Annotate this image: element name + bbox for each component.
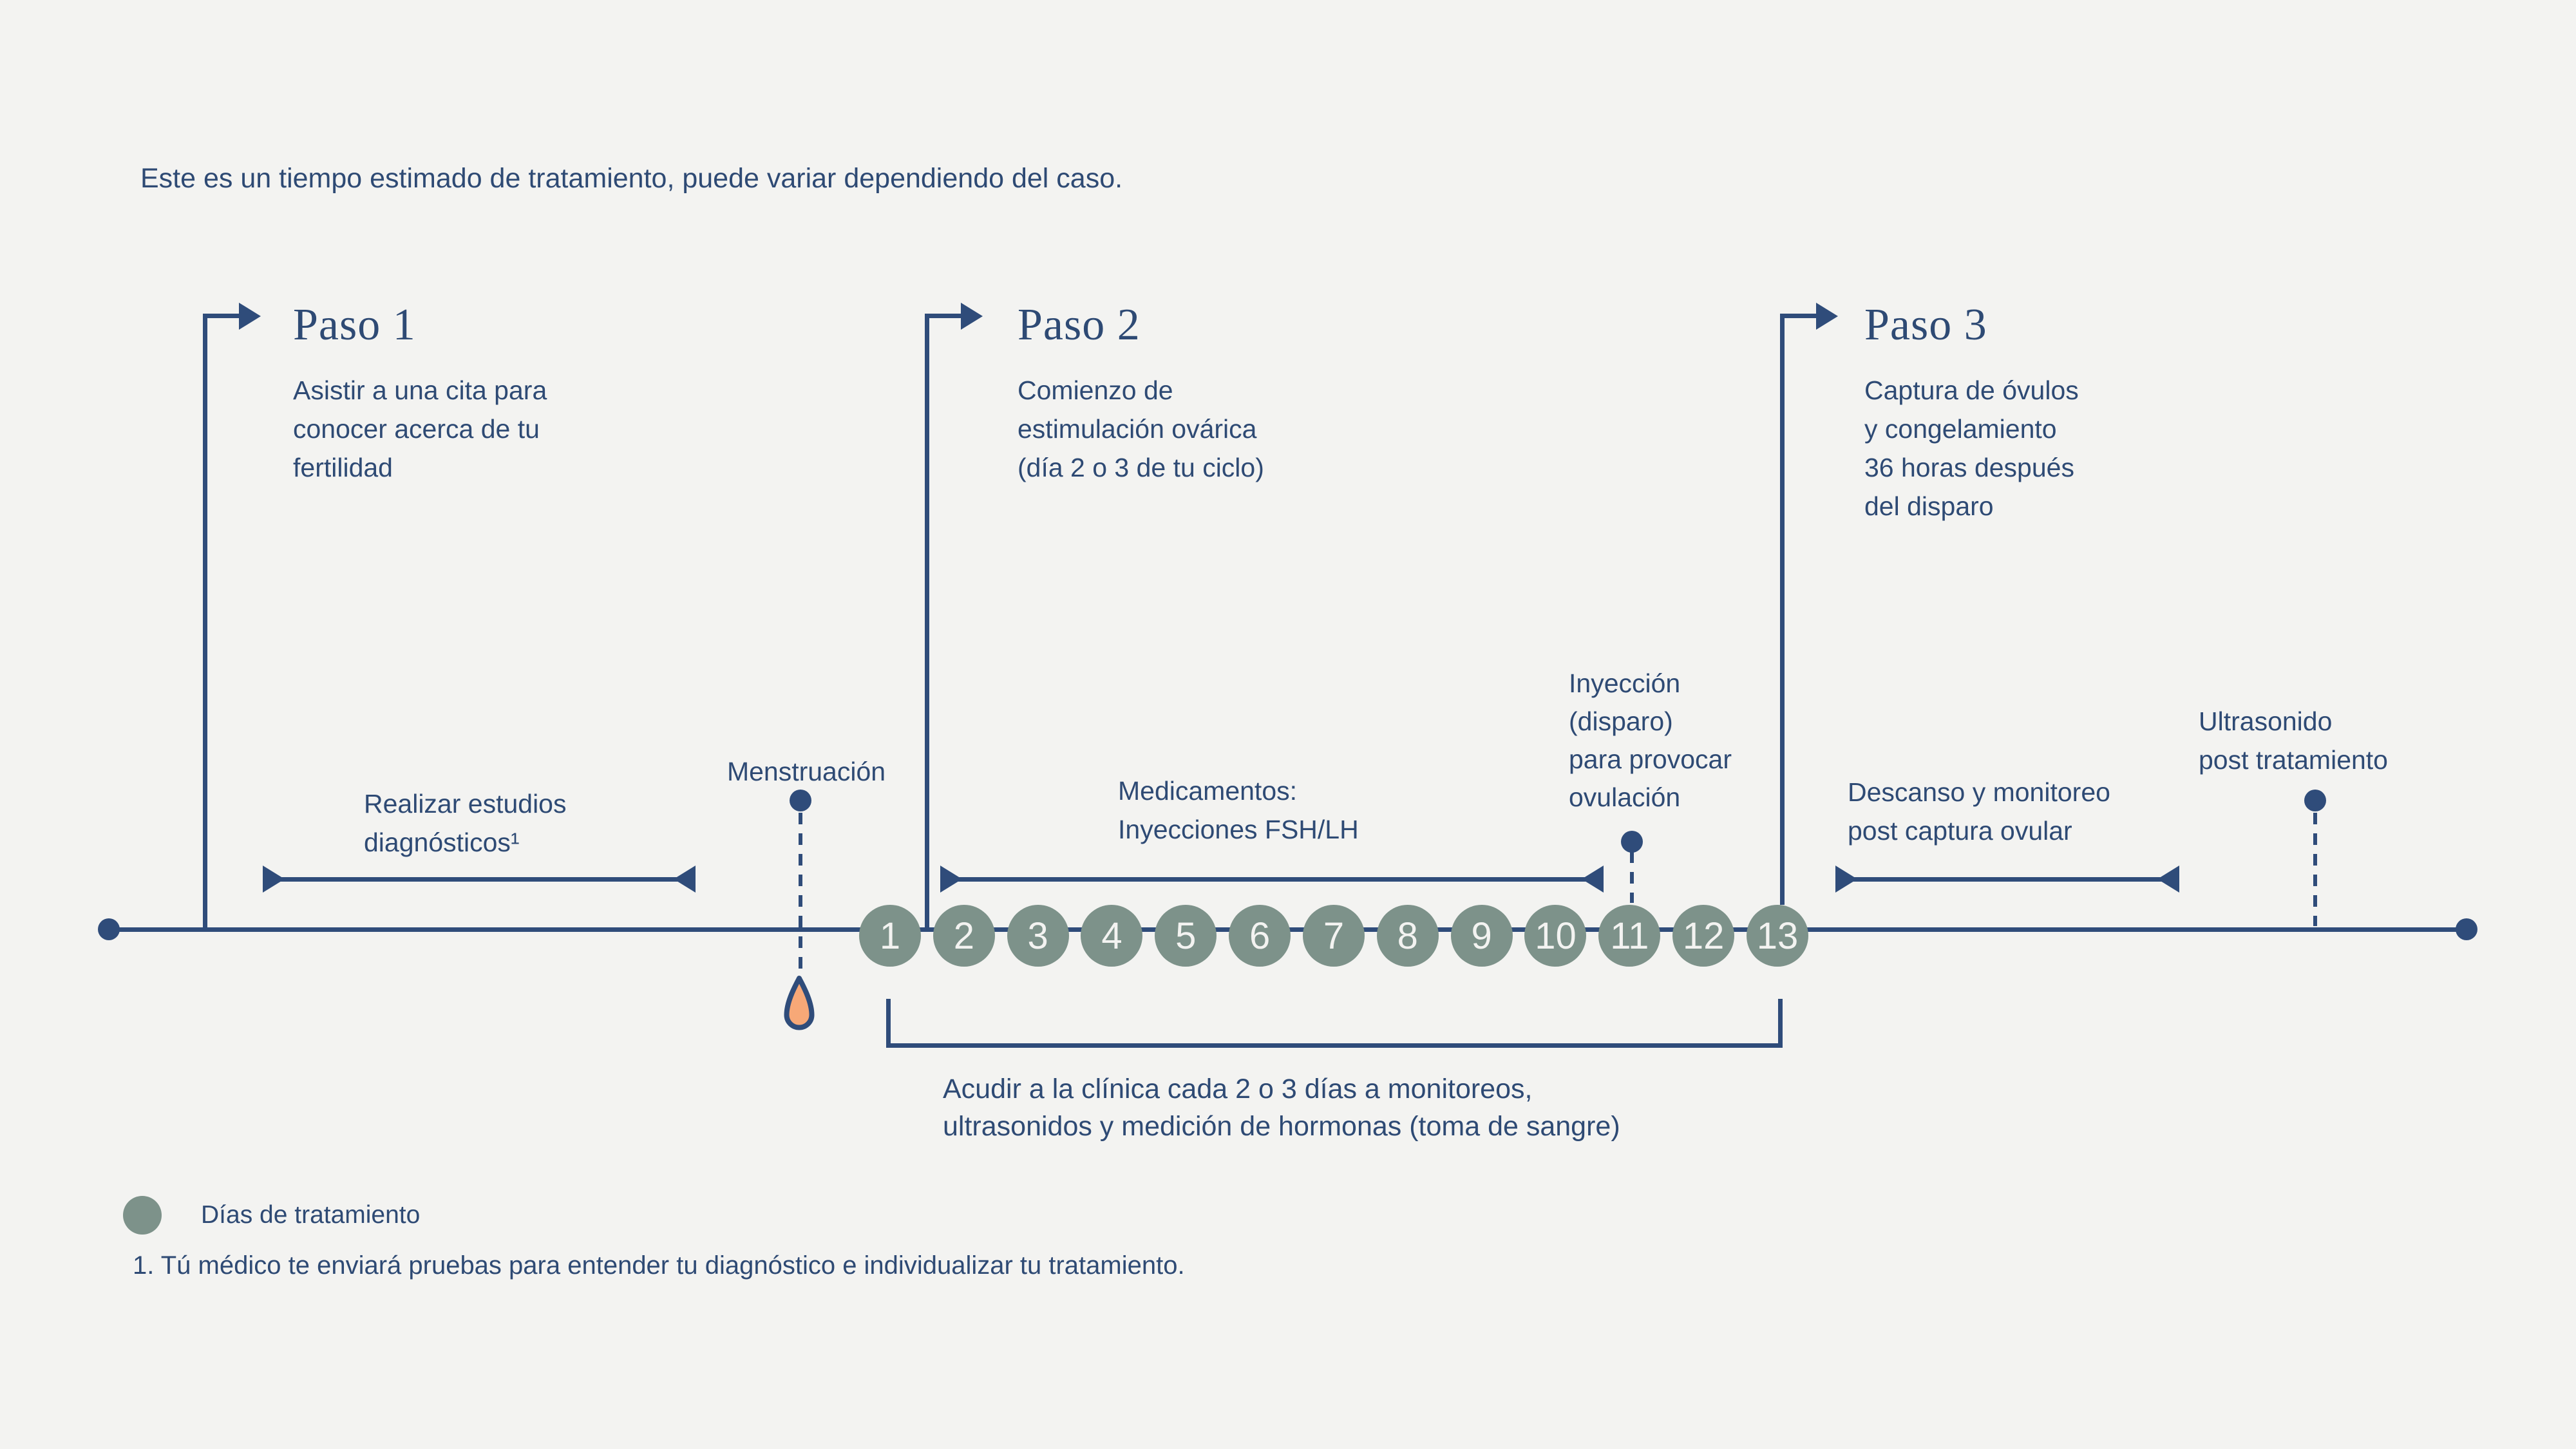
footnote-text: 1. Tú médico te enviará pruebas para ent… bbox=[133, 1251, 1185, 1280]
step3-connector-corner bbox=[1780, 314, 1819, 318]
step1-description: Asistir a una cita para conocer acerca d… bbox=[293, 375, 547, 482]
ultrasound-label: Ultrasonido post tratamiento bbox=[2199, 706, 2388, 775]
day-circle-3: 3 bbox=[1007, 905, 1069, 967]
step2-title: Paso 2 bbox=[1018, 300, 1141, 350]
medications-label: Medicamentos: Inyecciones FSH/LH bbox=[1118, 776, 1359, 844]
day-circle-8: 8 bbox=[1376, 905, 1439, 967]
day-circle-12: 12 bbox=[1672, 905, 1735, 967]
menstruation-label: Menstruación bbox=[726, 757, 886, 786]
trigger-injection-label: Inyección (disparo) para provocar ovulac… bbox=[1569, 668, 1732, 812]
medications-range-arrow bbox=[940, 865, 1604, 893]
clinic-visits-bracket bbox=[886, 999, 1783, 1048]
step3-title: Paso 3 bbox=[1864, 300, 1987, 350]
step3-arrow-icon bbox=[1816, 303, 1838, 330]
day-circle-1: 1 bbox=[859, 905, 921, 967]
diagnostics-label: Realizar estudios diagnósticos¹ bbox=[364, 789, 567, 857]
rest-monitoring-label: Descanso y monitoreo post captura ovular bbox=[1848, 777, 2110, 846]
blood-drop-icon bbox=[784, 976, 815, 1030]
timeline-start-dot bbox=[98, 918, 120, 940]
trigger-injection-dashed-line bbox=[1630, 851, 1634, 903]
intro-text: Este es un tiempo estimado de tratamient… bbox=[140, 163, 1123, 194]
treatment-day-legend-icon bbox=[123, 1196, 162, 1235]
ultrasound-dashed-line bbox=[2313, 813, 2317, 926]
day-circle-9: 9 bbox=[1450, 905, 1513, 967]
step2-connector-line bbox=[925, 314, 929, 929]
step1-arrow-icon bbox=[239, 303, 261, 330]
step1-title: Paso 1 bbox=[293, 300, 416, 350]
day-circle-5: 5 bbox=[1155, 905, 1217, 967]
ultrasound-dot bbox=[2304, 790, 2326, 811]
clinic-visits-note: Acudir a la clínica cada 2 o 3 días a mo… bbox=[943, 1074, 1620, 1142]
day-circle-6: 6 bbox=[1229, 905, 1291, 967]
day-circle-4: 4 bbox=[1081, 905, 1143, 967]
day-circle-7: 7 bbox=[1302, 905, 1365, 967]
step1-connector-line bbox=[203, 314, 207, 929]
treatment-day-legend-label: Días de tratamiento bbox=[201, 1201, 421, 1229]
menstruation-dot bbox=[790, 790, 811, 811]
step1-connector-corner bbox=[203, 314, 242, 318]
trigger-injection-dot bbox=[1621, 831, 1643, 853]
day-circle-13: 13 bbox=[1746, 905, 1808, 967]
step2-description: Comienzo de estimulación ovárica (día 2 … bbox=[1018, 375, 1264, 482]
diagnostics-range-arrow bbox=[263, 865, 696, 893]
day-circle-2: 2 bbox=[933, 905, 995, 967]
menstruation-dashed-line bbox=[799, 813, 802, 974]
timeline-end-dot bbox=[2456, 918, 2477, 940]
day-circle-10: 10 bbox=[1524, 905, 1587, 967]
rest-range-arrow bbox=[1835, 865, 2179, 893]
day-circle-11: 11 bbox=[1598, 905, 1661, 967]
step3-description: Captura de óvulos y congelamiento 36 hor… bbox=[1864, 375, 2079, 521]
step3-connector-line bbox=[1780, 314, 1785, 905]
step2-connector-corner bbox=[925, 314, 963, 318]
step2-arrow-icon bbox=[961, 303, 983, 330]
